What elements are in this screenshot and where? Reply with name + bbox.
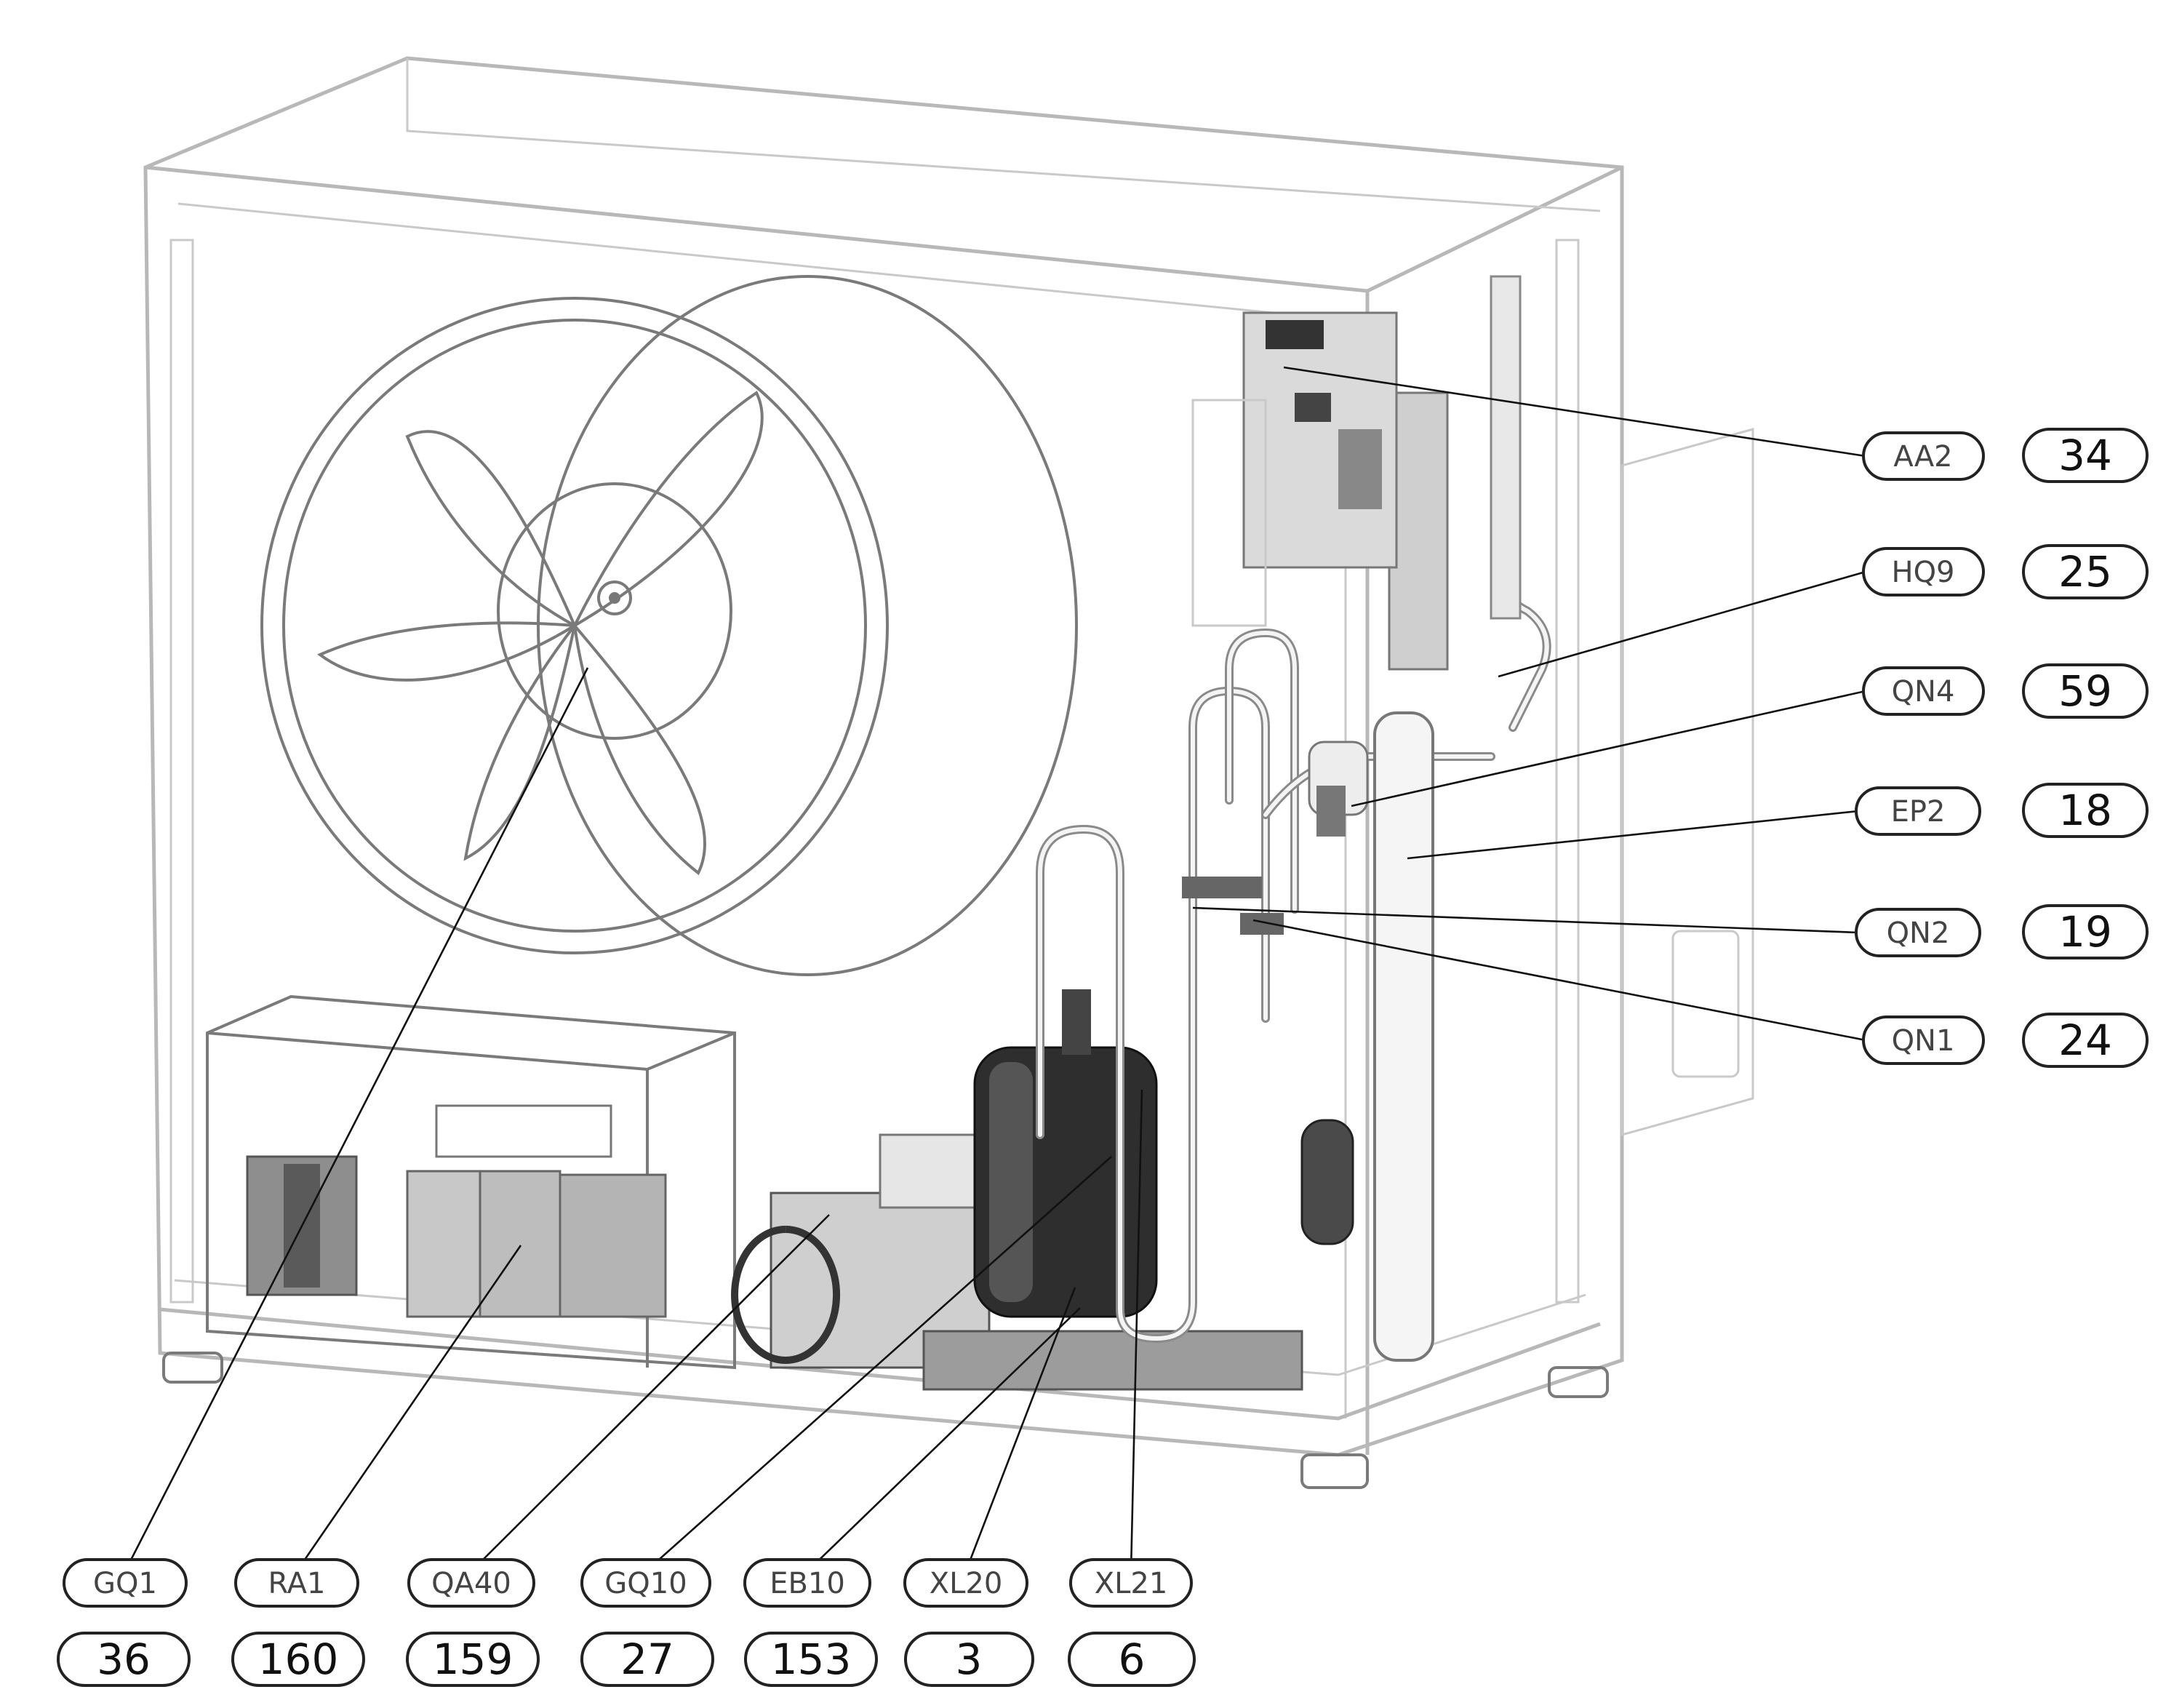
svg-text:159: 159 (433, 1635, 513, 1684)
callout-code-qn4: QN4 (1862, 666, 1985, 716)
svg-text:HQ9: HQ9 (1891, 556, 1954, 589)
callout-number-gq10: 27 (580, 1632, 714, 1687)
leader-ep2 (1407, 810, 1859, 860)
callout-code-xl21: XL21 (1069, 1558, 1193, 1608)
callout-number-qn4: 59 (2022, 663, 2149, 719)
fan-assembly (260, 275, 1078, 976)
leader-gq10 (645, 1156, 1112, 1572)
svg-text:36: 36 (97, 1635, 151, 1684)
callout-code-qn1: QN1 (1862, 1015, 1985, 1065)
svg-text:18: 18 (2058, 786, 2112, 835)
callout-number-xl21: 6 (1068, 1632, 1196, 1687)
callout-number-qa40: 159 (406, 1632, 540, 1687)
leader-aa2 (1283, 366, 1866, 458)
svg-text:QA40: QA40 (431, 1567, 511, 1600)
svg-text:153: 153 (771, 1635, 852, 1684)
callout-number-qn1: 24 (2022, 1013, 2149, 1068)
callout-number-aa2: 34 (2022, 428, 2149, 483)
svg-text:GQ1: GQ1 (93, 1567, 157, 1600)
callout-code-ep2: EP2 (1855, 786, 1981, 836)
leader-gq1 (124, 667, 589, 1572)
svg-text:6: 6 (1119, 1635, 1146, 1684)
svg-text:QN4: QN4 (1892, 675, 1955, 709)
svg-text:XL20: XL20 (930, 1567, 1003, 1600)
leader-qa40 (471, 1214, 830, 1572)
callout-number-eb10: 153 (744, 1632, 878, 1687)
callout-number-qn2: 19 (2022, 904, 2149, 959)
svg-text:RA1: RA1 (268, 1567, 326, 1600)
refrigerant-piping (1036, 275, 1551, 1362)
leader-qn2 (1192, 906, 1859, 934)
svg-text:XL21: XL21 (1095, 1567, 1168, 1600)
callout-code-aa2: AA2 (1862, 431, 1985, 481)
svg-text:3: 3 (956, 1635, 983, 1684)
control-board (1191, 311, 1398, 627)
callout-code-ra1: RA1 (234, 1558, 359, 1608)
svg-text:27: 27 (620, 1635, 674, 1684)
svg-text:AA2: AA2 (1893, 440, 1952, 474)
svg-text:19: 19 (2058, 907, 2112, 957)
leader-qn1 (1252, 919, 1866, 1042)
svg-text:GQ10: GQ10 (604, 1567, 687, 1600)
compressor (922, 989, 1303, 1391)
svg-text:160: 160 (258, 1635, 339, 1684)
callout-code-qa40: QA40 (407, 1558, 535, 1608)
electrical-box (206, 994, 736, 1370)
callout-code-gq10: GQ10 (580, 1558, 711, 1608)
svg-text:QN2: QN2 (1887, 917, 1950, 950)
leader-xl21 (1130, 1089, 1143, 1572)
leader-eb10 (807, 1307, 1081, 1572)
callout-code-gq1: GQ1 (63, 1558, 188, 1608)
leader-qn4 (1351, 690, 1866, 807)
leader-lines (124, 366, 1866, 1572)
callouts-right: AA2 34 HQ9 25 QN4 59 EP2 18 (1855, 428, 2149, 1068)
callout-number-ra1: 160 (231, 1632, 365, 1687)
svg-text:25: 25 (2058, 547, 2112, 596)
svg-text:EB10: EB10 (770, 1567, 845, 1600)
leader-hq9 (1498, 570, 1866, 678)
callout-number-hq9: 25 (2022, 544, 2149, 599)
callout-number-ep2: 18 (2022, 783, 2149, 838)
callout-code-xl20: XL20 (903, 1558, 1028, 1608)
callouts-bottom: GQ1 36 RA1 160 QA40 159 GQ10 27 (57, 1558, 1196, 1687)
callout-number-gq1: 36 (57, 1632, 191, 1687)
svg-text:59: 59 (2058, 666, 2112, 716)
callout-number-xl20: 3 (904, 1632, 1034, 1687)
svg-text:24: 24 (2058, 1015, 2112, 1065)
callout-code-qn2: QN2 (1855, 908, 1981, 957)
callout-code-eb10: EB10 (743, 1558, 871, 1608)
leader-ra1 (295, 1245, 522, 1572)
callout-code-hq9: HQ9 (1862, 547, 1985, 596)
svg-text:QN1: QN1 (1892, 1024, 1955, 1058)
leader-xl20 (964, 1287, 1076, 1572)
svg-text:34: 34 (2058, 431, 2112, 480)
svg-text:EP2: EP2 (1891, 795, 1946, 829)
